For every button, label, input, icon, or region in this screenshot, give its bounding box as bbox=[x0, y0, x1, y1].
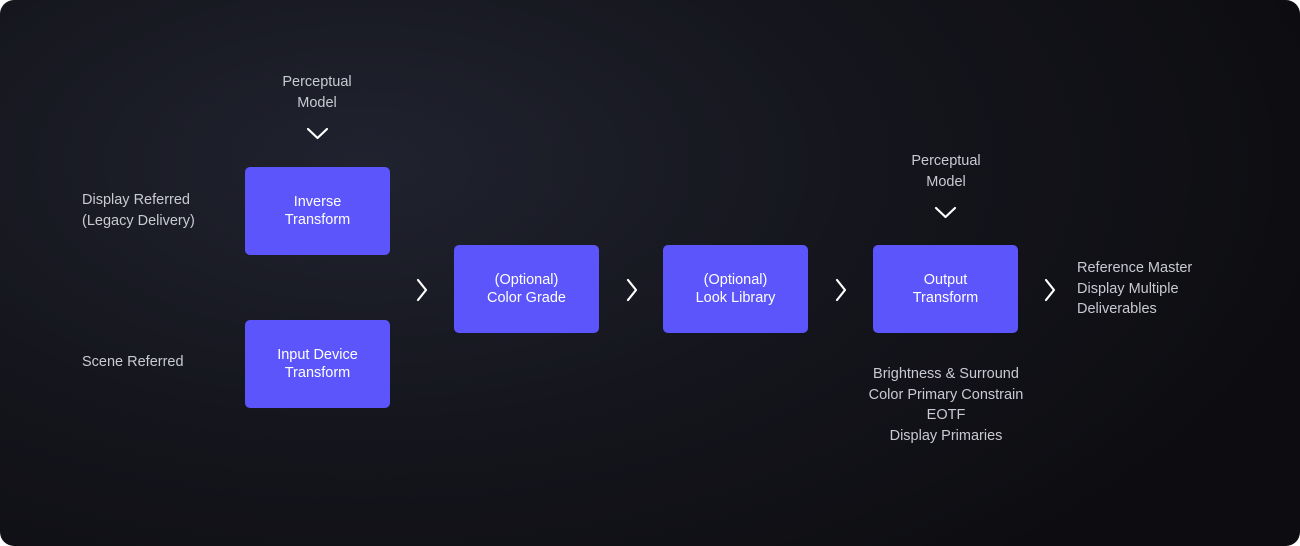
perceptual-model-top-line-2: Model bbox=[297, 94, 337, 111]
look-library-line-2: Look Library bbox=[695, 290, 776, 306]
deliverables-line-1: Reference Master bbox=[1077, 260, 1193, 276]
color-grade-box: (Optional) Color Grade bbox=[454, 245, 599, 333]
display-referred-line-2: (Legacy Delivery) bbox=[82, 212, 195, 229]
perceptual-model-label-top: Perceptual Model bbox=[257, 72, 377, 113]
color-grade-line-1: (Optional) bbox=[494, 272, 559, 288]
input-device-transform-box: Input Device Transform bbox=[245, 320, 390, 408]
perceptual-model-output-line-2: Model bbox=[926, 173, 966, 190]
inverse-transform-line-2: Transform bbox=[284, 212, 351, 228]
output-parameters-list: Brightness & Surround Color Primary Cons… bbox=[831, 364, 1061, 446]
output-transform-line-2: Transform bbox=[912, 290, 979, 306]
scene-referred-line-1: Scene Referred bbox=[82, 354, 184, 370]
output-param-eotf: EOTF bbox=[926, 407, 966, 423]
deliverables-label: Reference Master Display Multiple Delive… bbox=[1077, 258, 1192, 320]
chevron-down-icon bbox=[934, 206, 957, 219]
input-device-transform-line-1: Input Device bbox=[277, 347, 358, 363]
perceptual-model-label-output: Perceptual Model bbox=[886, 151, 1006, 192]
look-library-box: (Optional) Look Library bbox=[663, 245, 808, 333]
output-param-display-primaries: Display Primaries bbox=[889, 427, 1003, 444]
inverse-transform-box: Inverse Transform bbox=[245, 167, 390, 255]
deliverables-line-2: Display Multiple bbox=[1077, 280, 1179, 297]
output-param-brightness-surround: Brightness & Surround bbox=[873, 366, 1019, 382]
color-grade-line-2: Color Grade bbox=[487, 290, 566, 306]
chevron-right-icon bbox=[1044, 278, 1056, 302]
chevron-right-icon bbox=[626, 278, 638, 302]
output-param-color-primary-constrain: Color Primary Constrain bbox=[868, 386, 1024, 403]
scene-referred-label: Scene Referred bbox=[82, 352, 184, 373]
chevron-right-icon bbox=[835, 278, 847, 302]
input-device-transform-line-2: Transform bbox=[284, 365, 351, 381]
inverse-transform-line-1: Inverse bbox=[293, 194, 342, 210]
display-referred-line-1: Display Referred bbox=[82, 192, 190, 208]
chevron-right-icon bbox=[416, 278, 428, 302]
display-referred-label: Display Referred (Legacy Delivery) bbox=[82, 190, 195, 231]
perceptual-model-top-line-1: Perceptual bbox=[282, 74, 352, 90]
output-transform-line-1: Output bbox=[923, 272, 968, 288]
deliverables-line-3: Deliverables bbox=[1077, 301, 1157, 317]
perceptual-model-output-line-1: Perceptual bbox=[911, 153, 981, 169]
output-transform-box: Output Transform bbox=[873, 245, 1018, 333]
chevron-down-icon bbox=[306, 127, 329, 140]
look-library-line-1: (Optional) bbox=[703, 272, 768, 288]
